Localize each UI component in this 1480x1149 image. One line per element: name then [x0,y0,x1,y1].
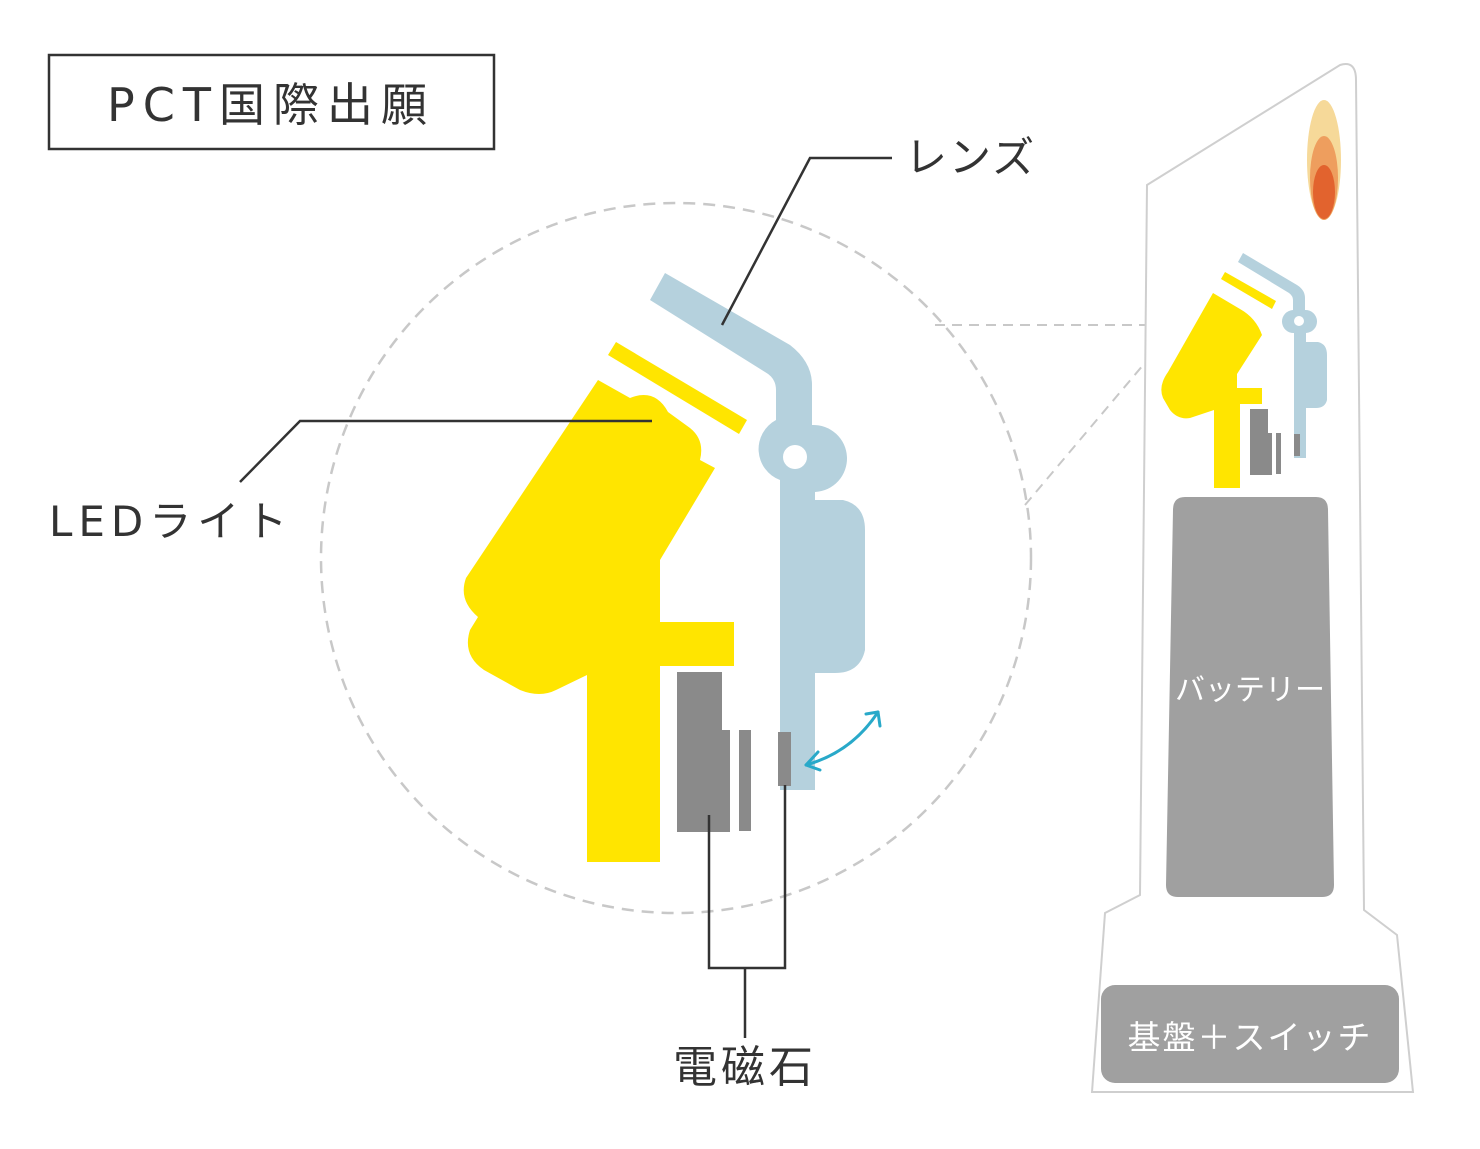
board-switch-label: 基盤＋スイッチ [1128,1018,1373,1057]
mini-magnet [1250,409,1300,475]
led-light [463,342,747,862]
electromagnet-plate [739,730,751,831]
device: バッテリー 基盤＋スイッチ [1090,63,1415,1093]
mini-led-plate [1221,272,1276,309]
zoom-connector-lower [1024,344,1161,506]
mini-lens-arm-body [1238,253,1327,458]
rotation-arrow-arc [804,710,880,767]
electromagnet [677,672,791,832]
mini-magnet-plate [1276,433,1281,474]
lens-leader [720,156,892,326]
led-label: LEDライト [49,497,293,546]
battery-label: バッテリー [1175,673,1325,708]
title-box-frame [47,53,496,151]
flame-inner [1313,165,1335,219]
title-box: PCT国際出願 [47,53,496,151]
rotation-arrow-head-b [864,710,882,728]
led-lens-plate [608,342,747,434]
magnet-label: 電磁石 [673,1042,817,1093]
lens-pivot-hole [783,445,807,469]
title-text: PCT国際出願 [107,78,435,132]
lens-label: レンズ [905,133,1036,182]
lens-arm [650,273,865,790]
rotation-arrow [804,710,882,772]
battery [1166,497,1334,897]
magnet-leader [707,785,787,970]
led-leader [239,419,652,483]
mini-led [1161,272,1276,488]
lens-arm-body [650,273,865,790]
board-switch [1101,985,1399,1083]
led-light-body [463,380,734,862]
mini-led-body [1161,293,1262,488]
mini-lens-pivot-hole [1294,316,1304,326]
flame [1307,100,1341,220]
rotation-arrow-head-a [804,750,822,772]
lens-magnet-plate [778,732,791,786]
electromagnet-core [677,672,730,832]
mini-lens-magnet-plate [1294,434,1300,456]
zoom-circle [319,201,1033,915]
mini-lens-arm [1238,253,1327,458]
mini-magnet-core [1250,409,1272,475]
